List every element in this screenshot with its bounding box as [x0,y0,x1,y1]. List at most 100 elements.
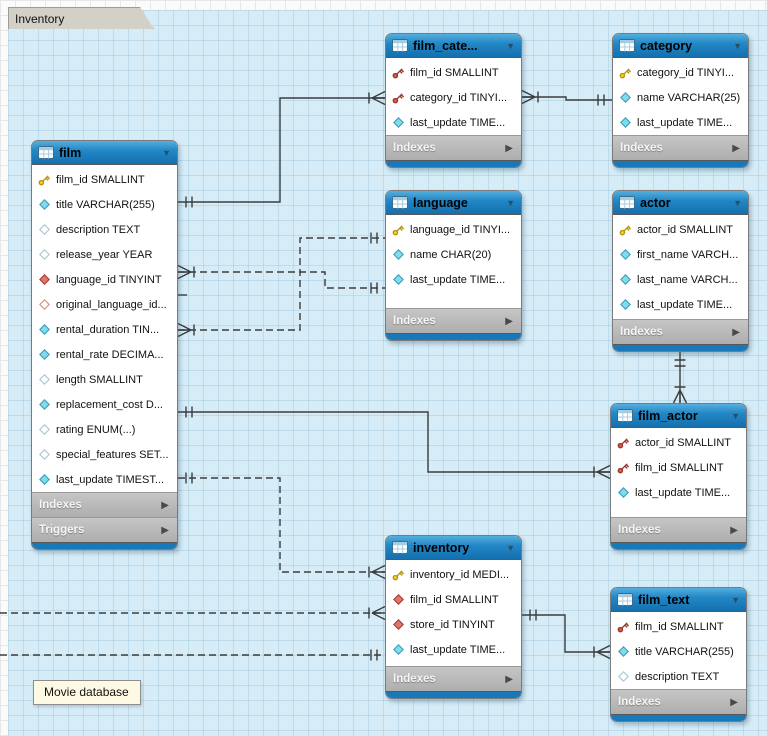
rel-offcanvas-inventory-a[interactable] [0,605,386,621]
indexes-section[interactable]: Indexes▶ [613,135,748,160]
primary-key-icon [618,66,632,80]
table-columns: category_id TINYI... name VARCHAR(25) la… [613,58,748,135]
collapse-arrow-icon[interactable]: ▼ [162,147,171,158]
rel-film-language[interactable] [177,264,385,294]
column-row[interactable]: last_update TIME... [611,480,746,505]
indexes-section[interactable]: Indexes▶ [32,492,177,517]
column-row[interactable]: film_id SMALLINT [386,60,521,85]
column-row[interactable]: rating ENUM(...) [32,417,177,442]
column-row[interactable]: description TEXT [32,217,177,242]
expand-arrow-icon[interactable]: ▶ [732,142,740,154]
table-film_category[interactable]: film_cate...▼ film_id SMALLINT category_… [385,33,522,168]
indexes-section[interactable]: Indexes▶ [386,666,521,691]
column-row[interactable]: category_id TINYI... [386,85,521,110]
column-row[interactable]: actor_id SMALLINT [613,217,748,242]
column-notnull-icon [391,643,405,656]
column-row[interactable]: film_id SMALLINT [386,587,521,612]
table-category[interactable]: category▼ category_id TINYI... name VARC… [612,33,749,168]
expand-arrow-icon[interactable]: ▶ [161,499,169,511]
rel-film_category-category[interactable] [521,89,612,106]
expand-arrow-icon[interactable]: ▶ [161,524,169,536]
column-label: last_update TIME... [635,486,731,499]
rel-actor-film_actor[interactable] [672,352,688,404]
column-row[interactable]: last_name VARCH... [613,267,748,292]
table-header[interactable]: film▼ [32,141,177,165]
column-row[interactable]: title VARCHAR(255) [611,639,746,664]
column-row[interactable]: last_update TIME... [386,637,521,662]
expand-arrow-icon[interactable]: ▶ [505,673,513,685]
indexes-section[interactable]: Indexes▶ [611,517,746,542]
indexes-section[interactable]: Indexes▶ [613,319,748,344]
table-bottom-strip [611,714,746,721]
column-row[interactable]: title VARCHAR(255) [32,192,177,217]
table-film[interactable]: film▼ film_id SMALLINT title VARCHAR(255… [31,140,178,550]
column-row[interactable]: replacement_cost D... [32,392,177,417]
table-header[interactable]: film_text▼ [611,588,746,612]
column-row[interactable]: inventory_id MEDI... [386,562,521,587]
table-actor[interactable]: actor▼ actor_id SMALLINT first_name VARC… [612,190,749,352]
collapse-arrow-icon[interactable]: ▼ [506,197,515,208]
column-row[interactable]: language_id TINYI... [386,217,521,242]
rel-film-inventory[interactable] [178,472,386,580]
collapse-arrow-icon[interactable]: ▼ [731,594,740,605]
expand-arrow-icon[interactable]: ▶ [732,326,740,338]
column-row[interactable]: category_id TINYI... [613,60,748,85]
rel-film-language-original[interactable] [177,232,385,338]
column-row[interactable]: last_update TIME... [613,292,748,317]
rel-film-film_actor[interactable] [178,406,611,480]
table-header[interactable]: actor▼ [613,191,748,215]
rel-film-film_category[interactable] [178,90,386,208]
indexes-section[interactable]: Indexes▶ [386,135,521,160]
table-inventory[interactable]: inventory▼ inventory_id MEDI... film_id … [385,535,522,699]
collapse-arrow-icon[interactable]: ▼ [733,40,742,51]
table-header[interactable]: film_cate...▼ [386,34,521,58]
note-movie-database[interactable]: Movie database [33,680,141,705]
expand-arrow-icon[interactable]: ▶ [730,696,738,708]
column-row[interactable]: film_id SMALLINT [611,614,746,639]
triggers-section[interactable]: Triggers▶ [32,517,177,542]
column-row[interactable]: name VARCHAR(25) [613,85,748,110]
diagram-tab-inventory[interactable]: Inventory [8,7,154,29]
column-row[interactable]: length SMALLINT [32,367,177,392]
column-row[interactable]: last_update TIME... [613,110,748,135]
table-header[interactable]: language▼ [386,191,521,215]
column-row[interactable]: first_name VARCH... [613,242,748,267]
column-row[interactable]: last_update TIME... [386,110,521,135]
column-row[interactable]: rental_rate DECIMA... [32,342,177,367]
column-row[interactable]: language_id TINYINT [32,267,177,292]
table-header[interactable]: category▼ [613,34,748,58]
expand-arrow-icon[interactable]: ▶ [730,524,738,536]
column-row[interactable]: description TEXT [611,664,746,689]
column-row[interactable]: store_id TINYINT [386,612,521,637]
expand-arrow-icon[interactable]: ▶ [505,315,513,327]
table-film_text[interactable]: film_text▼ film_id SMALLINT title VARCHA… [610,587,747,722]
column-row[interactable]: rental_duration TIN... [32,317,177,342]
column-label: last_update TIME... [410,273,506,286]
rel-offcanvas-inventory-b[interactable] [0,649,385,661]
column-row[interactable]: actor_id SMALLINT [611,430,746,455]
indexes-section[interactable]: Indexes▶ [386,308,521,333]
collapse-arrow-icon[interactable]: ▼ [506,542,515,553]
table-language[interactable]: language▼ language_id TINYI... name CHAR… [385,190,522,341]
table-icon [392,39,408,52]
rel-inventory-film_text[interactable] [522,609,611,660]
column-label: film_id SMALLINT [56,173,145,186]
collapse-arrow-icon[interactable]: ▼ [731,410,740,421]
column-row[interactable]: film_id SMALLINT [611,455,746,480]
column-row[interactable]: film_id SMALLINT [32,167,177,192]
table-header[interactable]: film_actor▼ [611,404,746,428]
collapse-arrow-icon[interactable]: ▼ [506,40,515,51]
column-row[interactable]: last_update TIMEST... [32,467,177,492]
column-row[interactable]: special_features SET... [32,442,177,467]
indexes-section[interactable]: Indexes▶ [611,689,746,714]
column-row[interactable]: name CHAR(20) [386,242,521,267]
expand-arrow-icon[interactable]: ▶ [505,142,513,154]
foreign-key-notnull-icon [391,618,405,631]
table-header[interactable]: inventory▼ [386,536,521,560]
table-film_actor[interactable]: film_actor▼ actor_id SMALLINT film_id SM… [610,403,747,550]
collapse-arrow-icon[interactable]: ▼ [733,197,742,208]
column-row[interactable]: last_update TIME... [386,267,521,292]
column-row[interactable]: release_year YEAR [32,242,177,267]
column-notnull-icon [616,645,630,658]
column-row[interactable]: original_language_id... [32,292,177,317]
